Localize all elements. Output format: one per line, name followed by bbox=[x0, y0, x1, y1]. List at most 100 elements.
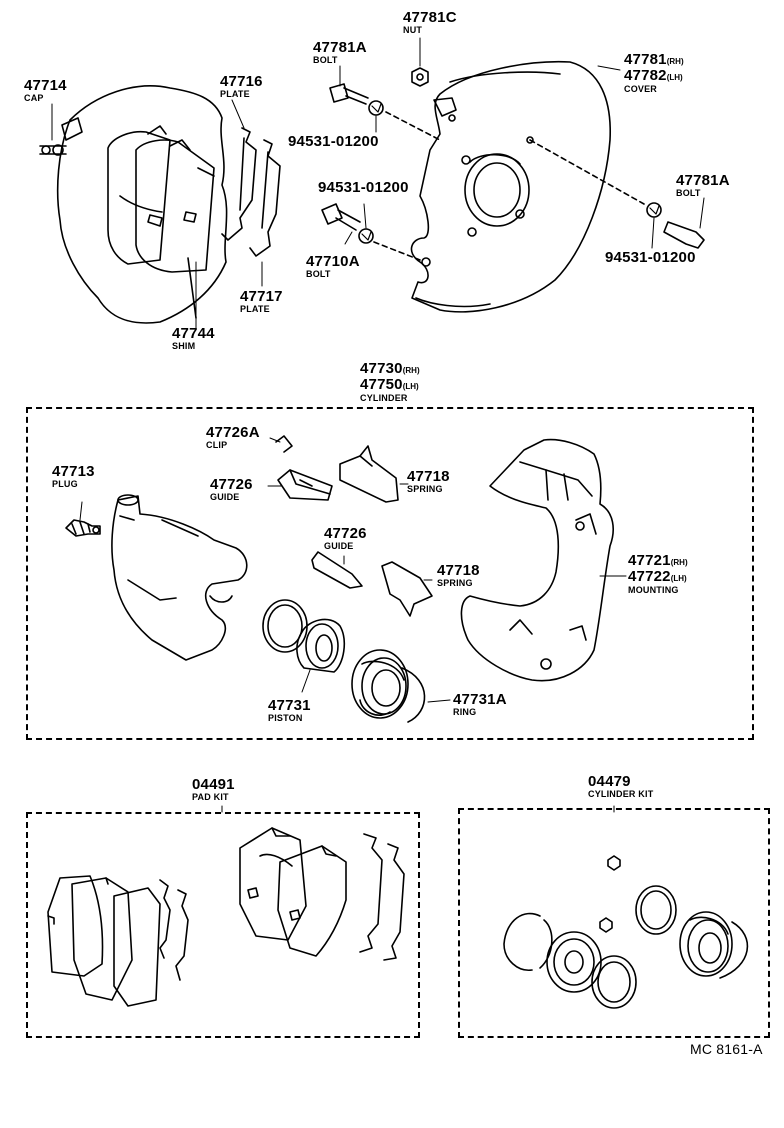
part-number: 47710A bbox=[306, 253, 360, 270]
part-number: 47717 bbox=[240, 288, 283, 305]
part-number: 47716 bbox=[220, 73, 263, 90]
part-number: 47744 bbox=[172, 325, 215, 342]
part-suffix: (LH) bbox=[402, 382, 419, 391]
part-suffix: (RH) bbox=[670, 558, 688, 567]
part-number: 47781 bbox=[624, 51, 667, 68]
part-number: 94531-01200 bbox=[318, 179, 409, 196]
part-number: 47730 bbox=[360, 360, 403, 377]
part-number: 47781A bbox=[313, 39, 367, 56]
dust-cover-drawing bbox=[410, 60, 611, 313]
caliper-housing-drawing bbox=[39, 85, 228, 324]
part-name: GUIDE bbox=[210, 492, 240, 502]
label-bolt-47710a: 47710A BOLT bbox=[306, 254, 360, 279]
cylinder-body-drawing bbox=[111, 494, 248, 661]
label-plate-47716: 47716 PLATE bbox=[220, 74, 263, 99]
label-plate-47717: 47717 PLATE bbox=[240, 289, 283, 314]
part-name: SPRING bbox=[437, 578, 473, 588]
part-name: NUT bbox=[403, 25, 423, 35]
part-name: PLATE bbox=[220, 89, 250, 99]
ring-47731a-drawing bbox=[351, 649, 426, 723]
bolt-47781a-right-drawing bbox=[529, 139, 705, 249]
label-bolt-47781a-right: 47781A BOLT bbox=[676, 173, 730, 198]
pad-kit-box bbox=[26, 812, 420, 1038]
label-washer-94531-c: 94531-01200 bbox=[605, 250, 696, 265]
cylinder-kit-drawing bbox=[503, 855, 749, 1009]
part-number: 94531-01200 bbox=[605, 249, 696, 266]
part-name: SPRING bbox=[407, 484, 443, 494]
spring-47718-lower-drawing bbox=[381, 561, 433, 617]
part-name: MOUNTING bbox=[628, 585, 679, 595]
clip-47726a-drawing bbox=[275, 435, 293, 453]
label-spring-47718-lower: 47718 SPRING bbox=[437, 563, 480, 588]
leader-lines-top bbox=[51, 37, 705, 329]
part-name: SHIM bbox=[172, 341, 196, 351]
part-number: 47782 bbox=[624, 67, 667, 84]
label-piston-47731: 47731 PISTON bbox=[268, 698, 311, 723]
part-suffix: (RH) bbox=[402, 366, 420, 375]
part-suffix: (LH) bbox=[670, 574, 687, 583]
caliper-mounting-drawing bbox=[460, 438, 614, 682]
label-cylinder-kit-04479: 04479 CYLINDER KIT bbox=[588, 774, 653, 799]
label-shim-47744: 47744 SHIM bbox=[172, 326, 215, 351]
part-name: GUIDE bbox=[324, 541, 354, 551]
guide-47726-lower-drawing bbox=[311, 551, 363, 589]
part-number: 47781A bbox=[676, 172, 730, 189]
part-number: 47714 bbox=[24, 77, 67, 94]
part-number: 47713 bbox=[52, 463, 95, 480]
label-guide-47726-upper: 47726 GUIDE bbox=[210, 477, 253, 502]
guide-47726-upper-drawing bbox=[277, 469, 333, 501]
cylinder-assembly-box bbox=[26, 407, 754, 740]
part-name: CYLINDER bbox=[360, 393, 408, 403]
part-suffix: (LH) bbox=[666, 73, 683, 82]
part-number: 47726 bbox=[210, 476, 253, 493]
label-washer-94531-b: 94531-01200 bbox=[318, 180, 409, 195]
part-number: 47726A bbox=[206, 424, 260, 441]
label-spring-47718-upper: 47718 SPRING bbox=[407, 469, 450, 494]
part-number: 47731A bbox=[453, 691, 507, 708]
label-washer-94531-a: 94531-01200 bbox=[288, 134, 379, 149]
part-number: 04491 bbox=[192, 776, 235, 793]
part-name: BOLT bbox=[313, 55, 338, 65]
part-number: 47718 bbox=[407, 468, 450, 485]
plug-47713-drawing bbox=[65, 519, 101, 537]
cylinder-kit-box bbox=[458, 808, 770, 1038]
anti-squeal-plates-drawing bbox=[221, 127, 281, 257]
label-cap-47714: 47714 CAP bbox=[24, 78, 67, 103]
pad-kit-drawing bbox=[47, 827, 405, 1007]
nut-47781c-drawing bbox=[411, 67, 429, 87]
part-name: PLUG bbox=[52, 479, 78, 489]
part-number: 47721 bbox=[628, 552, 671, 569]
label-clip-47726a: 47726A CLIP bbox=[206, 425, 260, 450]
label-cover-47781-47782: 47781(RH) 47782(LH) COVER bbox=[624, 52, 684, 94]
part-number: 47781C bbox=[403, 9, 457, 26]
label-ring-47731a: 47731A RING bbox=[453, 692, 507, 717]
bolt-47710a-drawing bbox=[321, 203, 421, 261]
bolt-47781a-top-drawing bbox=[329, 83, 441, 141]
part-name: BOLT bbox=[306, 269, 331, 279]
part-name: PISTON bbox=[268, 713, 303, 723]
part-name: PLATE bbox=[240, 304, 270, 314]
label-guide-47726-lower: 47726 GUIDE bbox=[324, 526, 367, 551]
part-name: CLIP bbox=[206, 440, 228, 450]
part-suffix: (RH) bbox=[666, 57, 684, 66]
part-number: 47726 bbox=[324, 525, 367, 542]
part-name: CYLINDER KIT bbox=[588, 789, 654, 799]
part-number: 47718 bbox=[437, 562, 480, 579]
spring-47718-upper-drawing bbox=[339, 445, 399, 503]
part-number: 47722 bbox=[628, 568, 671, 585]
label-plug-47713: 47713 PLUG bbox=[52, 464, 95, 489]
part-name: COVER bbox=[624, 84, 658, 94]
label-cylinder-47730-47750: 47730(RH) 47750(LH) CYLINDER bbox=[360, 361, 420, 403]
part-number: 04479 bbox=[588, 773, 631, 790]
part-name: BOLT bbox=[676, 188, 701, 198]
piston-47731-drawing bbox=[262, 599, 346, 673]
part-number: 47750 bbox=[360, 376, 403, 393]
label-mounting-47721-47722: 47721(RH) 47722(LH) MOUNTING bbox=[628, 553, 688, 595]
label-nut-47781c: 47781C NUT bbox=[403, 10, 457, 35]
part-name: PAD KIT bbox=[192, 792, 229, 802]
label-bolt-47781a-top: 47781A BOLT bbox=[313, 40, 367, 65]
part-name: CAP bbox=[24, 93, 44, 103]
part-name: RING bbox=[453, 707, 477, 717]
